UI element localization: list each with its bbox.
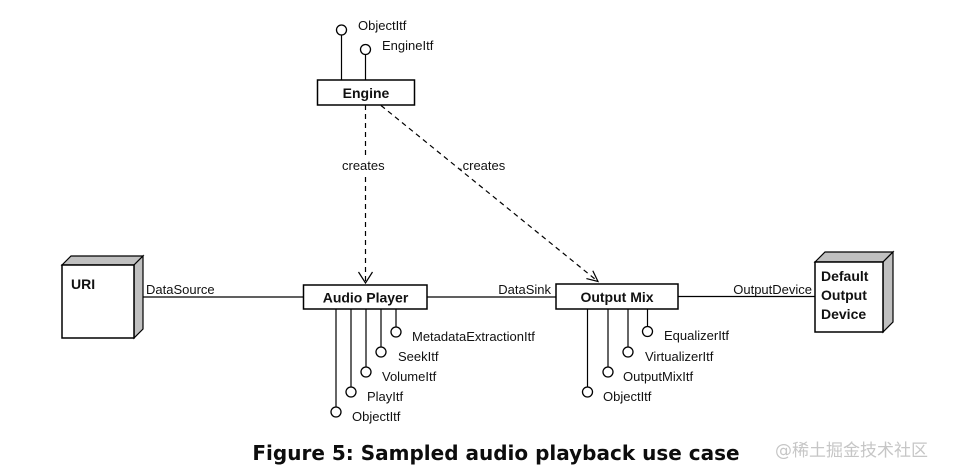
node-audio-player: Audio Player	[302, 284, 428, 310]
audio-player-interface-metadataextractionitf: MetadataExtractionItf	[390, 309, 535, 344]
node-output-mix: Output Mix	[555, 283, 679, 310]
interface-lollipop-icon	[335, 24, 348, 36]
interface-label: OutputMixItf	[623, 369, 693, 384]
output-mix-interface-virtualizeritf: VirtualizerItf	[622, 309, 714, 364]
edge-creates-audio-player: creates	[340, 105, 392, 285]
device-label-line1: Default	[821, 268, 869, 284]
node-uri: URI	[60, 254, 145, 340]
interface-lollipop-icon	[622, 346, 634, 358]
uri-label: URI	[71, 276, 95, 292]
output-mix-interface-equalizeritf: EqualizerItf	[641, 309, 729, 343]
interface-lollipop-icon	[641, 325, 654, 338]
interface-label: VolumeItf	[382, 369, 437, 384]
interface-lollipop-icon	[390, 326, 402, 338]
label-background	[340, 158, 392, 173]
edge-outputdevice: OutputDevice	[678, 282, 815, 298]
audio-player-interface-playitf: PlayItf	[345, 309, 404, 404]
device-label-line3: Device	[821, 306, 866, 322]
interface-label: SeekItf	[398, 349, 439, 364]
audio-player-box	[302, 284, 428, 310]
output-mix-interface-objectitf: ObjectItf	[581, 309, 652, 404]
audio-player-interface-volumeitf: VolumeItf	[360, 309, 437, 384]
interface-label: ObjectItf	[603, 389, 652, 404]
datasink-label: DataSink	[498, 282, 551, 297]
edge-creates-output-mix: .creates	[380, 105, 600, 283]
datasource-label: DataSource	[146, 282, 215, 297]
arrowhead-icon	[586, 270, 600, 283]
interface-label: EngineItf	[382, 38, 434, 53]
interface-lollipop-icon	[375, 346, 387, 358]
engine-box	[316, 79, 416, 106]
creates-dashed-line	[380, 105, 599, 282]
device-label-line2: Output	[821, 287, 867, 303]
audio-player-interface-seekitf: SeekItf	[375, 309, 439, 364]
audio-player-interface-objectitf: ObjectItf	[330, 309, 401, 424]
figure-caption: Figure 5: Sampled audio playback use cas…	[252, 441, 739, 465]
interface-lollipop-icon	[602, 366, 614, 378]
interface-label: MetadataExtractionItf	[412, 329, 535, 344]
node-engine: Engine	[316, 79, 416, 106]
interface-lollipop-icon	[345, 386, 357, 398]
edge-datasink: DataSink	[427, 282, 556, 298]
interface-label: PlayItf	[367, 389, 404, 404]
interface-label: VirtualizerItf	[645, 349, 714, 364]
interface-label: EqualizerItf	[664, 328, 729, 343]
uri-box-right-face	[133, 254, 144, 340]
creates-label: .creates	[459, 158, 506, 173]
uri-box-top-face	[60, 255, 145, 266]
device-box-right-face	[882, 250, 894, 334]
engine-interface-objectitf: ObjectItf	[335, 18, 407, 80]
engine-interface-engineitf: EngineItf	[359, 38, 434, 80]
engine-label: Engine	[343, 85, 390, 101]
device-box-top-face	[813, 251, 895, 263]
uri-box	[61, 264, 135, 339]
node-default-output-device: Default Output Device	[813, 250, 895, 334]
arrowhead-icon	[357, 271, 374, 285]
interface-label: ObjectItf	[358, 18, 407, 33]
watermark-text: @稀土掘金技术社区	[775, 441, 928, 461]
interface-lollipop-icon	[330, 406, 342, 418]
device-box	[814, 261, 884, 333]
interface-label: ObjectItf	[352, 409, 401, 424]
edge-datasource: DataSource	[143, 282, 304, 298]
output-mix-interface-outputmixitf: OutputMixItf	[602, 309, 693, 384]
outputdevice-label: OutputDevice	[733, 282, 812, 297]
interface-lollipop-icon	[581, 386, 594, 398]
creates-label: creates	[342, 158, 385, 173]
interface-lollipop-icon	[359, 43, 372, 56]
output-mix-label: Output Mix	[580, 289, 653, 305]
output-mix-box	[555, 283, 679, 310]
interface-lollipop-icon	[360, 366, 372, 378]
audio-player-label: Audio Player	[323, 290, 409, 306]
